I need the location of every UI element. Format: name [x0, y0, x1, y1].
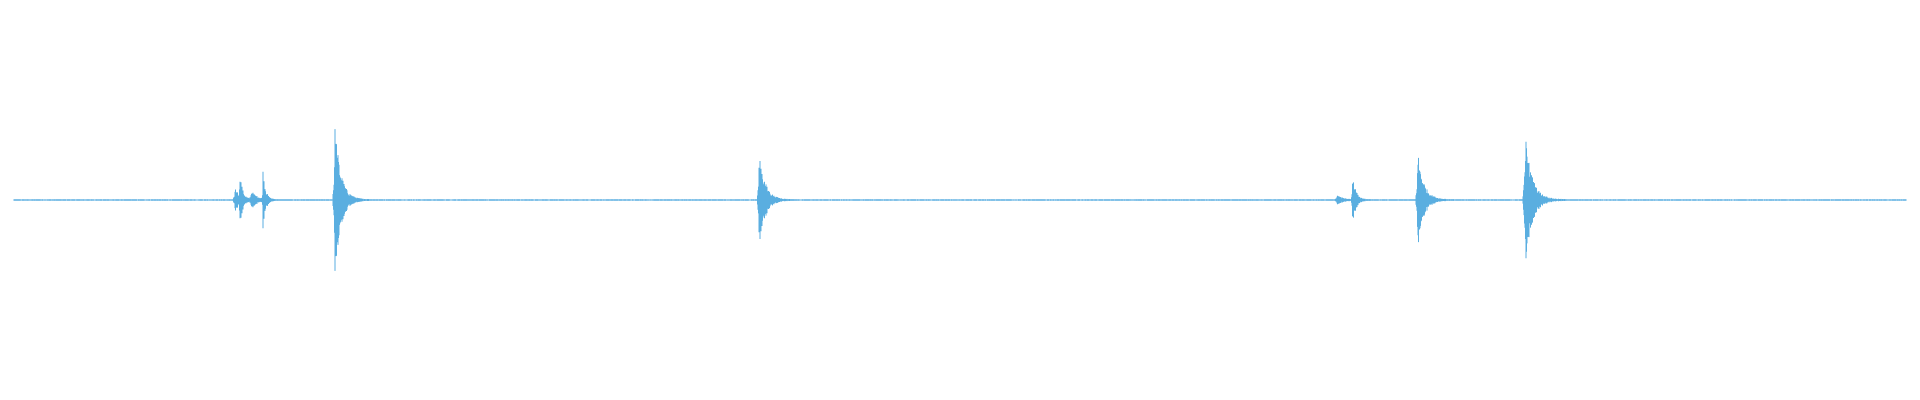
waveform-signal [13, 129, 1907, 271]
